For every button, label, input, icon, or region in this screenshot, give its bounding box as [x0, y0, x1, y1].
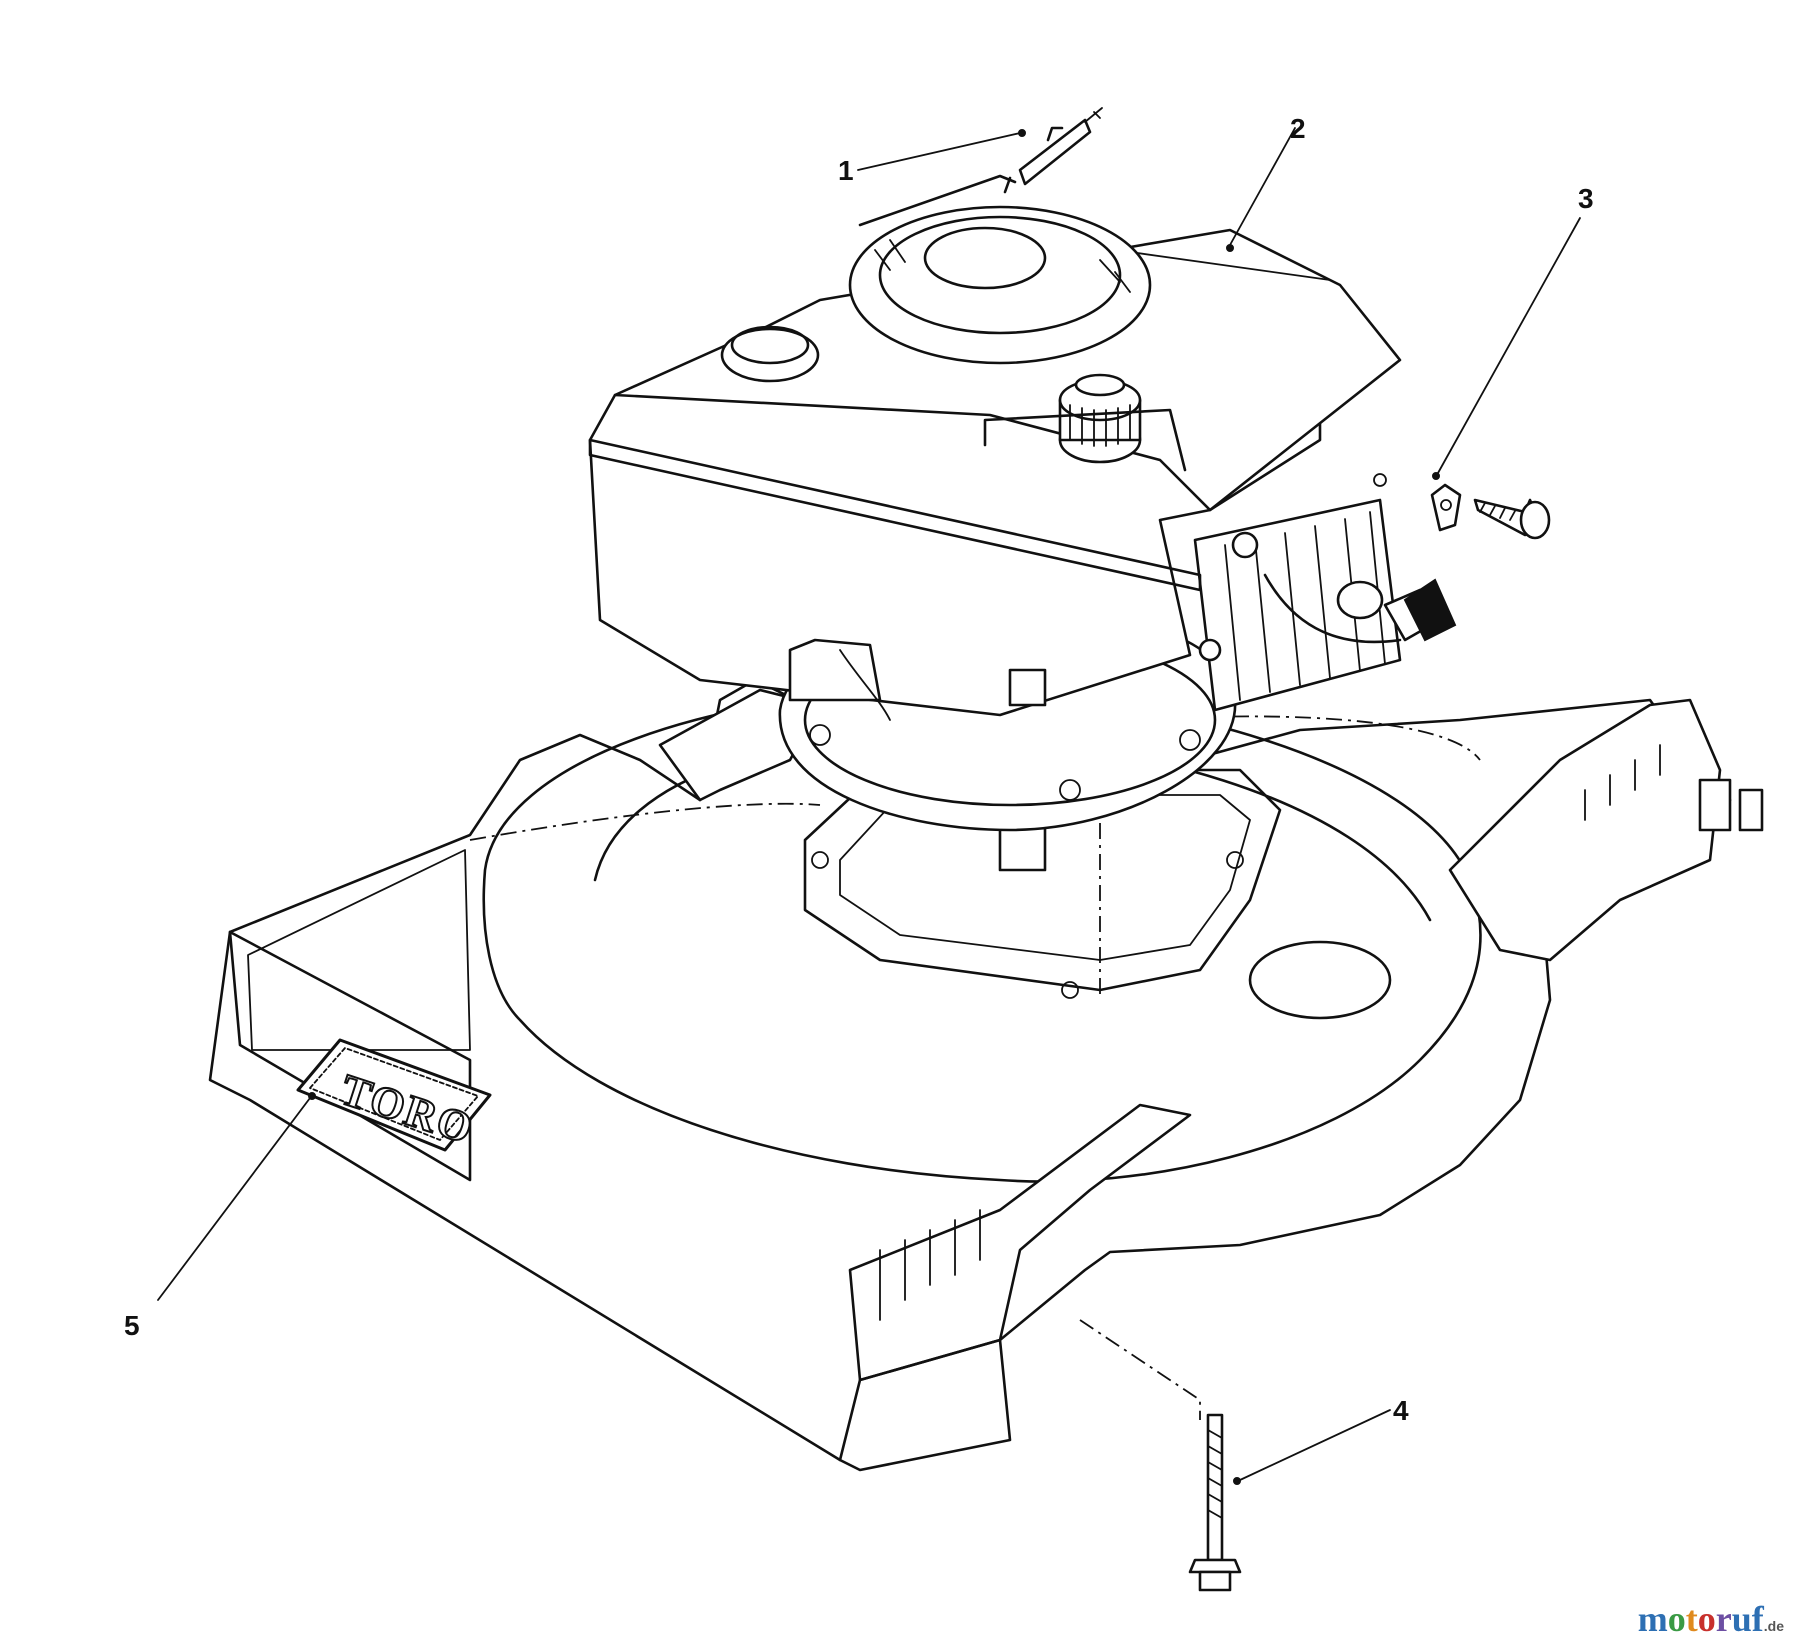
leader-line-5	[157, 1097, 311, 1301]
mounting-bolt	[1188, 1413, 1242, 1592]
leader-line-2	[1229, 127, 1296, 246]
watermark-letter: m	[1637, 1599, 1668, 1639]
callout-4: 4	[1393, 1395, 1409, 1426]
watermark-letter: o	[1667, 1599, 1686, 1639]
watermark-letter: o	[1697, 1599, 1716, 1639]
clip-screw	[1473, 498, 1551, 540]
throttle-cable	[858, 107, 1103, 227]
watermark-letter: r	[1715, 1599, 1732, 1639]
cable-clip	[1430, 483, 1462, 532]
callout-1: 1	[838, 155, 854, 186]
leader-line-3	[1437, 217, 1581, 474]
engine	[588, 205, 1457, 832]
leader-line-1	[857, 132, 1021, 171]
leader-line-4	[1239, 1409, 1391, 1481]
leader-lines	[157, 127, 1581, 1485]
callout-2: 2	[1290, 113, 1306, 144]
watermark-letter: u	[1731, 1599, 1752, 1639]
callout-3: 3	[1578, 183, 1594, 214]
watermark-letter: f	[1751, 1599, 1764, 1639]
callout-5: 5	[124, 1310, 140, 1341]
watermark-tld: .de	[1763, 1618, 1784, 1634]
callout-labels: 1 2 3 4 5	[124, 113, 1594, 1426]
watermark: motoruf.de	[1638, 1598, 1784, 1640]
watermark-letter: t	[1685, 1599, 1698, 1639]
